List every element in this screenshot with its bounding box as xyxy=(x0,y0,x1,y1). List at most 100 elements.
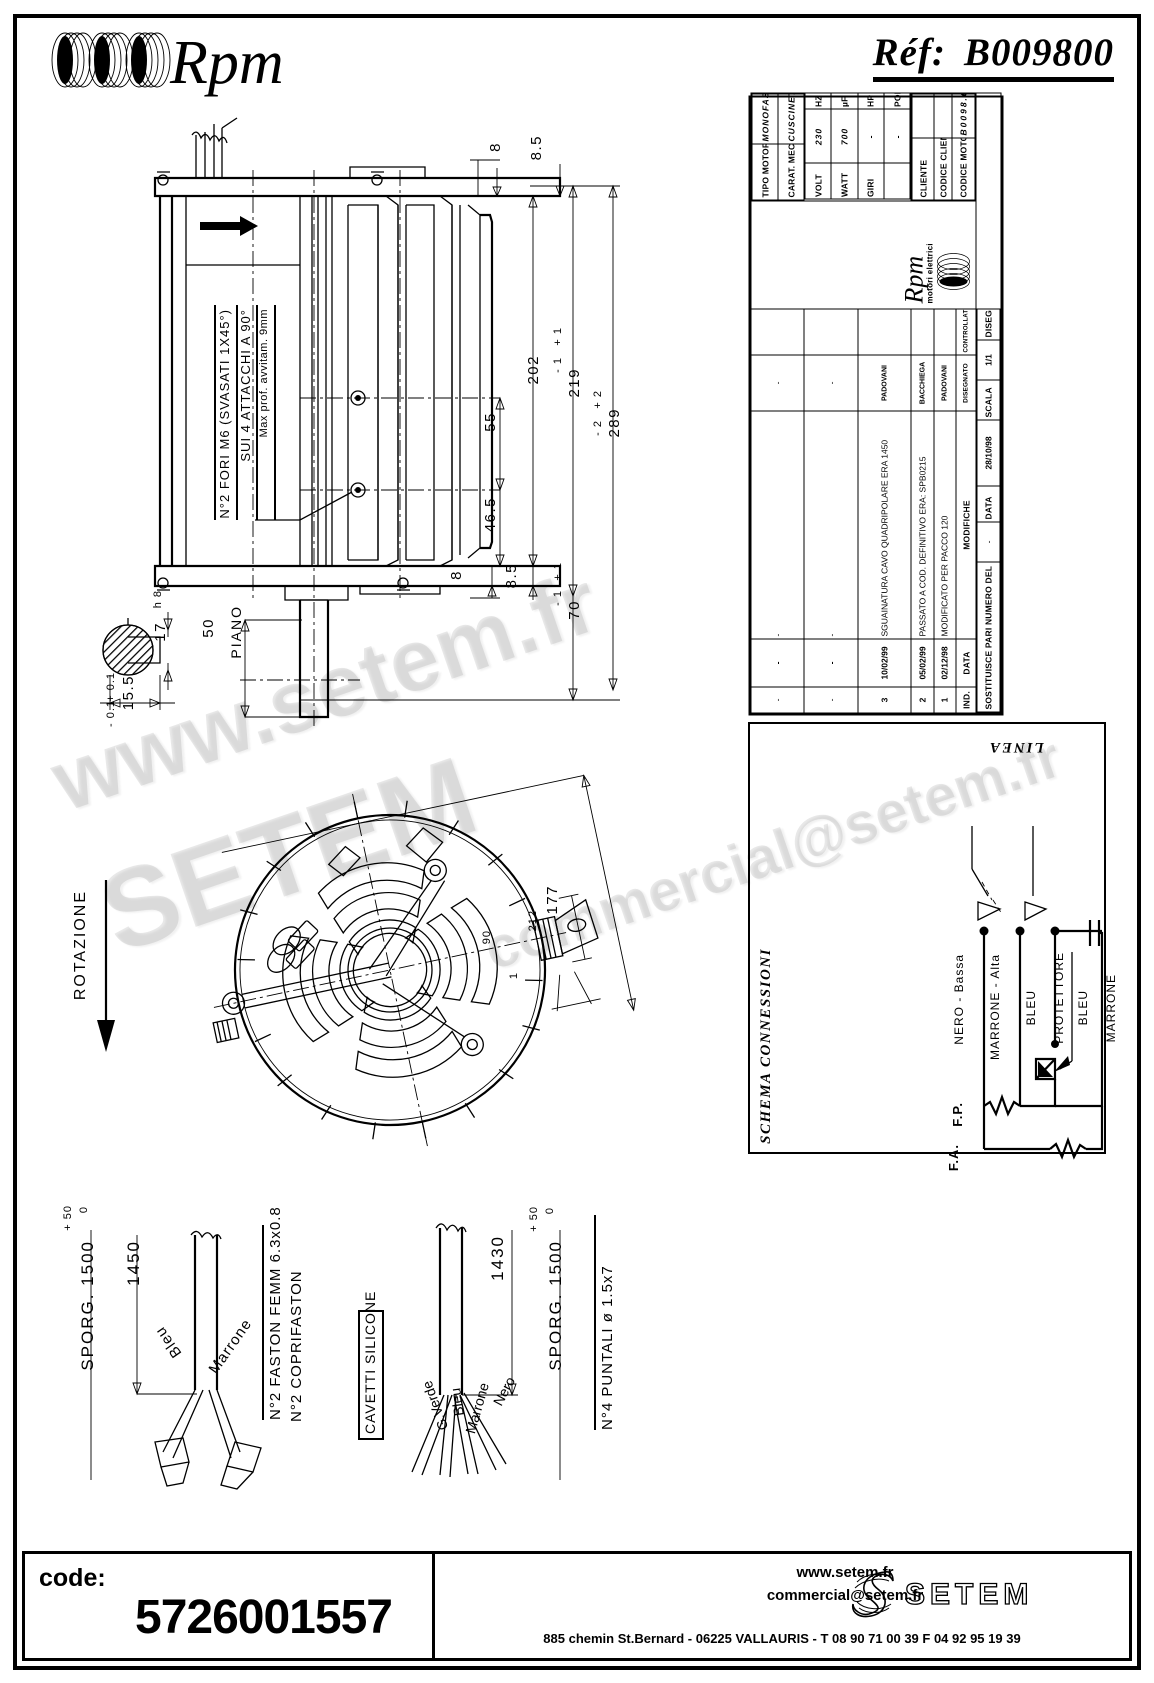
poli-dash: - xyxy=(883,109,911,164)
footer-bar: code: 5726001557 www.setem.fr commercial… xyxy=(22,1551,1132,1661)
dim-85-top: 8.5 xyxy=(528,135,545,161)
brand-coil-icon xyxy=(937,253,971,290)
codice-cliente-label: CODICE CLIENTE xyxy=(934,138,953,200)
col-header-modifiche: MODIFICHE xyxy=(956,411,977,639)
dim-219-tol-plus: + 1 xyxy=(552,327,564,346)
middle-note-cavetti: CAVETTI SILICONE xyxy=(358,1291,384,1440)
dim-8-top: 8 xyxy=(487,142,504,152)
poli-label-cell xyxy=(883,163,911,200)
col-header-disegnato: DISEGNATO xyxy=(956,355,977,411)
rev-data-3: 05/02/99 xyxy=(911,639,934,687)
right-sporg-tol-minus: 0 xyxy=(544,1207,556,1215)
dim-70-tol-plus: + 1 xyxy=(552,562,564,581)
dim-1: 1 xyxy=(508,972,520,980)
ref-underline xyxy=(872,77,1114,82)
left-sporg-tol-minus: 0 xyxy=(78,1206,90,1214)
right-sporg-label: SPORG. 1500 xyxy=(546,1240,565,1371)
dim-212: 212 xyxy=(527,910,539,932)
setem-logo: SETEM xyxy=(839,1568,1089,1618)
rpm-logo-text: Rpm xyxy=(169,29,284,97)
dim-177: 177 xyxy=(544,885,561,915)
rev-data-2: 10/02/99 xyxy=(857,639,912,687)
col-header-controllato: CONTROLLATO xyxy=(956,309,977,355)
right-sporg-tol-plus: + 50 xyxy=(528,1206,540,1232)
rev-data-4: 02/12/98 xyxy=(933,639,957,687)
watt-label: WATT xyxy=(831,163,858,200)
setem-wordmark: SETEM xyxy=(905,1578,1033,1611)
motor-side-view xyxy=(100,117,620,730)
rev-data-0: - xyxy=(751,639,805,687)
col-header-ind: IND. xyxy=(956,687,977,713)
volt-label: VOLT xyxy=(805,163,832,200)
sostituisce-value: - xyxy=(977,522,1000,562)
rev-ctrl-2 xyxy=(857,309,912,355)
rev-ctrl-1 xyxy=(804,309,858,355)
rev-name-3: BACCHIEGA xyxy=(911,355,934,411)
rev-desc-0: - xyxy=(751,411,805,639)
dim-17: 17 xyxy=(152,622,169,642)
rev-desc-2: SGUAINATURA CAVO QUADRIPOLARE ERA 1450 xyxy=(857,411,912,639)
rev-desc-4: MODIFICATO PER PACCO 120 xyxy=(933,411,957,639)
page-border xyxy=(13,14,1141,1670)
ref-value: B009800 xyxy=(963,31,1114,74)
label-bleu-1: BLEU xyxy=(1024,990,1038,1026)
brand-name: Rpm xyxy=(899,255,929,304)
motor-spec-upper-cell: TIPO MOTORE MONOFASE APERTO CARAT. MECCA… xyxy=(751,93,912,201)
rev-data-1: - xyxy=(804,639,858,687)
right-note-puntali: N°4 PUNTALI ø 1.5x7 xyxy=(594,1215,616,1430)
rev-ind-0: - xyxy=(751,687,805,713)
hp-label: HP xyxy=(857,94,884,110)
rev-ind-2: 3 xyxy=(857,687,912,713)
left-sporg-label: SPORG. 1500 xyxy=(78,1240,97,1371)
rev-ind-3: 2 xyxy=(911,687,934,713)
codice-motore-label: CODICE MOTORE xyxy=(952,138,976,200)
rev-ctrl-0 xyxy=(751,309,805,355)
cable-detail-left xyxy=(90,1230,262,1490)
left-note-coprifaston: N°2 COPRIFASTON xyxy=(288,1270,305,1422)
hz-label: HZ xyxy=(805,94,832,110)
codice-motore-value: B0098.00 xyxy=(952,94,976,138)
dim-70: 70 xyxy=(566,600,583,620)
left-note-faston: N°2 FASTON FEMM 6.3x0.8 xyxy=(262,1206,284,1420)
carat-value: CUSCINETTI ≈ A.T. xyxy=(778,94,804,144)
reference-block: Réf: B009800 xyxy=(872,30,1114,82)
label-nero-bassa: NERO - Bassa xyxy=(952,954,966,1045)
dim-219: 219 xyxy=(566,368,583,398)
rev-name-2: PADOVANI xyxy=(857,355,912,411)
ref-label: Réf: xyxy=(872,31,946,74)
giri-value: - xyxy=(857,109,884,164)
tipo-motore-value: MONOFASE APERTO xyxy=(752,94,778,144)
code-label: code: xyxy=(39,1564,106,1592)
title-block: - - - - Rpm motori elettrici xyxy=(748,93,1004,716)
label-marrone: MARRONE xyxy=(1104,974,1118,1043)
title-block-wrapper: - - - - Rpm motori elettrici xyxy=(748,93,1004,716)
scala-label: SCALA xyxy=(977,380,1000,420)
col-header-data: DATA xyxy=(956,639,977,687)
dim-289-tol-minus: - 2 xyxy=(592,420,604,436)
dim-85-bottom: 8.5 xyxy=(503,563,520,589)
fields-left-cell: SOSTITUISCE PARI NUMERO DEL - DATA 28/10… xyxy=(976,309,1001,713)
poli-label: POLI xyxy=(883,94,911,110)
brand-cell: Rpm motori elettrici xyxy=(751,201,977,309)
motor-spec-lower-cell: CLIENTE CODICE CLIENTE CODICE MOTORE B00… xyxy=(911,93,977,201)
wiring-diagram xyxy=(971,826,1104,1160)
scala-value: 1/1 xyxy=(977,340,1000,380)
label-piano: PIANO xyxy=(228,605,244,659)
tipo-motore-label: TIPO MOTORE xyxy=(752,144,778,200)
label-linea: LINEA xyxy=(988,739,1044,755)
giri-label: GIRI xyxy=(857,163,884,200)
hole-note-line3: Max prof. avvitam. 9mm xyxy=(258,309,270,438)
dim-155: 15.5 xyxy=(120,675,137,711)
contact-email: commercial@setem.fr xyxy=(766,1586,924,1604)
label-fa: F.A. xyxy=(946,1144,961,1172)
motor-end-view xyxy=(212,774,636,1147)
disegnato-label: DISEGNATO xyxy=(977,309,1000,340)
brand-sub: motori elettrici xyxy=(925,243,935,304)
left-length-1450: 1450 xyxy=(124,1240,143,1286)
rev-ind-4: 1 xyxy=(933,687,957,713)
rev-ctrl-4 xyxy=(933,309,957,355)
cliente-label: CLIENTE xyxy=(912,138,935,200)
hole-note-line2: SUI 4 ATTACCHI A 90° xyxy=(238,309,253,462)
dim-70-tol-minus: - 1 xyxy=(552,590,564,606)
